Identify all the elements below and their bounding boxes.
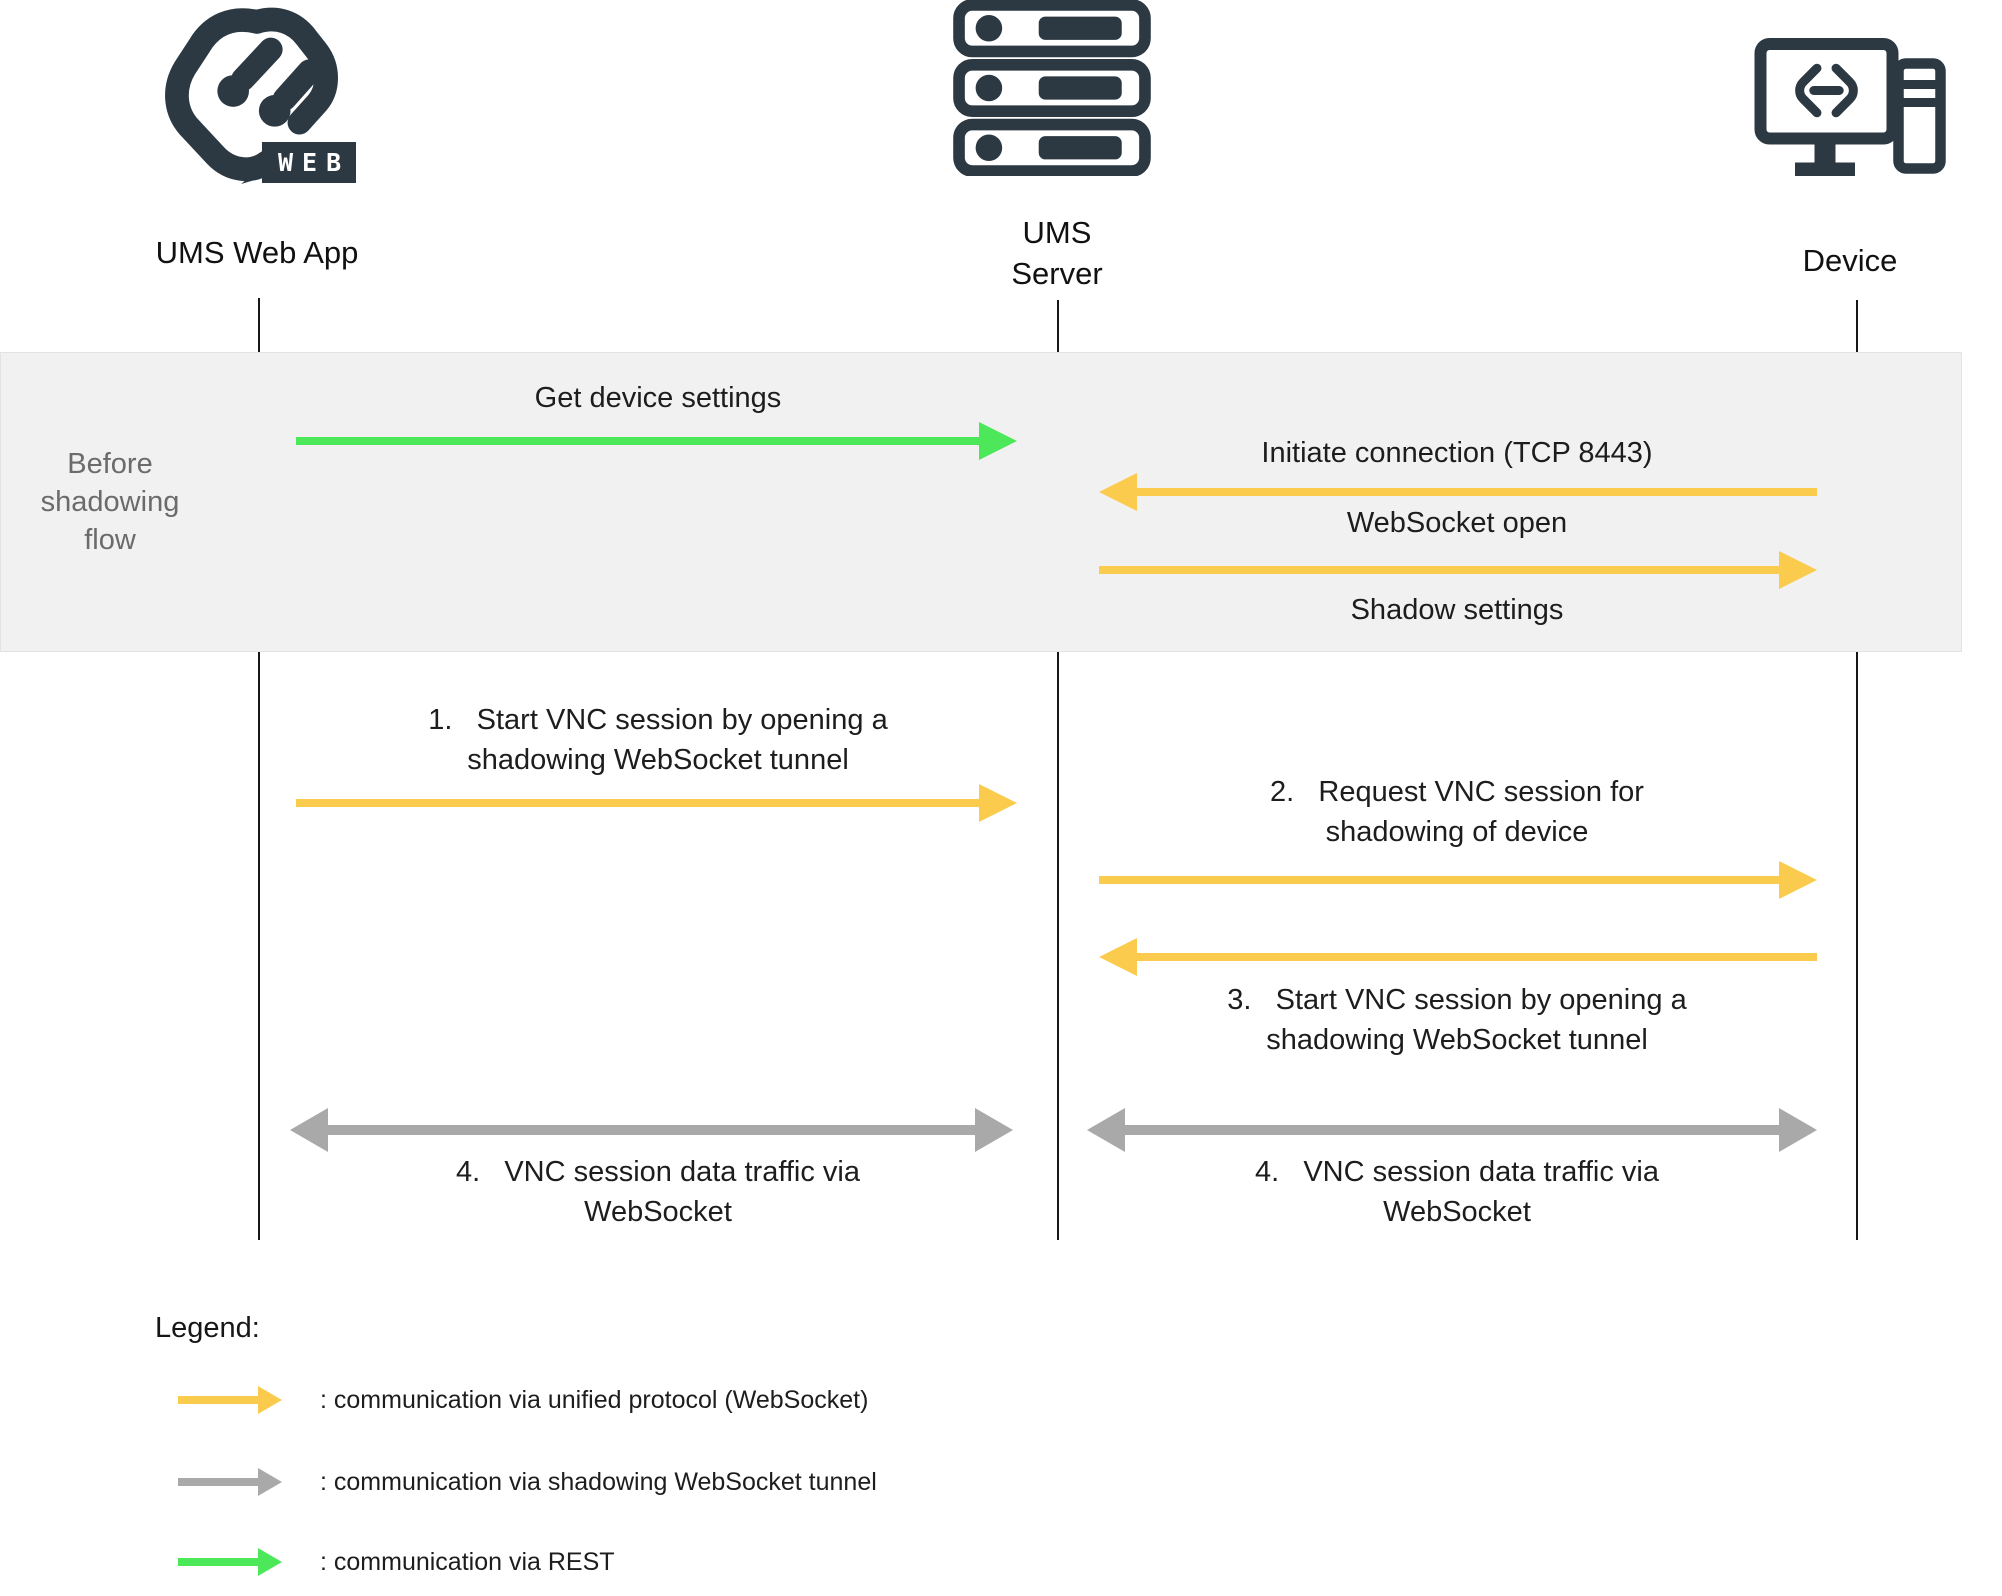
message-step-3: 3. Start VNC session by opening a shadow… [1227,984,1687,1056]
server-icon [952,0,1152,176]
arrowhead-left [1099,938,1137,976]
arrow-step-4-right [1087,1108,1817,1152]
device-monitor-icon [1754,38,1946,176]
message-step-4-left: 4. VNC session data traffic via WebSocke… [455,1156,861,1228]
phase-label: Before shadowing flow [40,448,180,556]
legend-item-unified-protocol: : communication via unified protocol (We… [178,1378,868,1422]
arrow-step-3 [1099,938,1817,976]
arrow-bar [1099,876,1779,884]
arrow-bar [296,799,979,807]
arrow-bar [328,1125,975,1135]
actor-label-ums-web-app: UMS Web App [155,235,359,270]
legend-green-arrow-icon [178,1548,282,1576]
arrow-bar [1125,1125,1779,1135]
arrowhead-right [975,1108,1013,1152]
legend-title: Legend: [155,1312,260,1344]
message-initiate-connection: Initiate connection (TCP 8443) [1261,437,1653,469]
lifeline-device [1856,300,1858,1240]
arrow-step-4-left [290,1108,1013,1152]
message-get-device-settings: Get device settings [534,382,782,414]
legend-arrow-bar [178,1478,258,1486]
message-step-1: 1. Start VNC session by opening a shadow… [428,704,888,776]
legend-arrow-bar [178,1558,258,1566]
arrow-step-1 [296,784,1017,822]
legend-arrowhead [258,1386,282,1414]
arrowhead-left [1099,473,1137,511]
message-shadow-settings: Shadow settings [1350,594,1564,626]
arrow-step-2 [1099,861,1817,899]
arrow-initiate-connection [1099,473,1817,511]
ums-web-app-logo-icon [165,7,338,184]
arrow-get-device-settings [296,422,1017,460]
legend-item-shadowing-tunnel: : communication via shadowing WebSocket … [178,1460,877,1504]
message-step-2: 2. Request VNC session for shadowing of … [1270,776,1644,848]
arrowhead-right [979,422,1017,460]
legend-gray-arrow-icon [178,1468,282,1496]
webapp-logo: WEB [158,6,358,186]
legend-item-rest: : communication via REST [178,1540,615,1584]
legend-label-rest: : communication via REST [320,1547,615,1576]
legend-label-shadowing-tunnel: : communication via shadowing WebSocket … [320,1467,877,1496]
ums-server-icon [953,0,1151,176]
arrowhead-left [290,1108,328,1152]
message-step-4-right: 4. VNC session data traffic via WebSocke… [1254,1156,1660,1228]
before-shadowing-region [0,352,1962,652]
arrowhead-right [1779,551,1817,589]
device-icon [1754,38,1950,188]
legend-arrow-bar [178,1396,258,1404]
arrowhead-right [1779,861,1817,899]
arrow-bar [1137,953,1817,961]
legend-yellow-arrow-icon [178,1386,282,1414]
arrowhead-right [1779,1108,1817,1152]
message-websocket-open: WebSocket open [1346,507,1568,539]
arrow-bar [1137,488,1817,496]
actor-label-device: Device [1802,243,1898,278]
web-badge: WEB [262,142,357,183]
arrow-websocket-open [1099,551,1817,589]
arrowhead-left [1087,1108,1125,1152]
legend-arrowhead [258,1468,282,1496]
arrow-bar [296,437,979,445]
arrowhead-right [979,784,1017,822]
actor-label-ums-server: UMS Server [1011,215,1103,291]
legend-label-unified-protocol: : communication via unified protocol (We… [320,1385,869,1414]
legend-arrowhead [258,1548,282,1576]
arrow-bar [1099,566,1779,574]
lifeline-ums-server [1057,300,1059,1240]
lifeline-ums-web-app [258,298,260,1240]
